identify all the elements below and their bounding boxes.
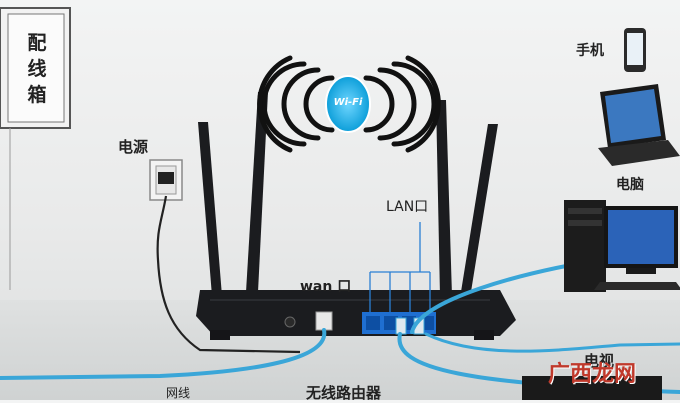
tv-device bbox=[522, 376, 662, 400]
distribution-box bbox=[0, 7, 71, 290]
distribution-box-label: 配线箱 bbox=[27, 32, 47, 106]
lan-pointer bbox=[369, 222, 431, 312]
desktop-computer bbox=[564, 200, 680, 292]
computer-label: 电脑 bbox=[616, 177, 644, 193]
router-antennas bbox=[198, 92, 498, 298]
lan-port-label: LAN口 bbox=[386, 199, 429, 215]
wifi-label: Wi-Fi bbox=[333, 97, 363, 108]
wifi-signal bbox=[257, 55, 441, 153]
network-cable-label: 网线 bbox=[166, 386, 191, 400]
watermark: 广西龙网 bbox=[548, 362, 637, 387]
power-outlet bbox=[149, 159, 301, 354]
power-label: 电源 bbox=[118, 138, 149, 156]
router-body bbox=[196, 290, 516, 340]
tv-label: 电视 bbox=[584, 352, 615, 370]
laptop-device bbox=[598, 84, 680, 166]
wan-port-label: wan 口 bbox=[300, 279, 352, 295]
wireless-router-label: 无线路由器 bbox=[306, 384, 382, 402]
phone-label: 手机 bbox=[576, 43, 604, 59]
phone-device bbox=[624, 28, 646, 72]
